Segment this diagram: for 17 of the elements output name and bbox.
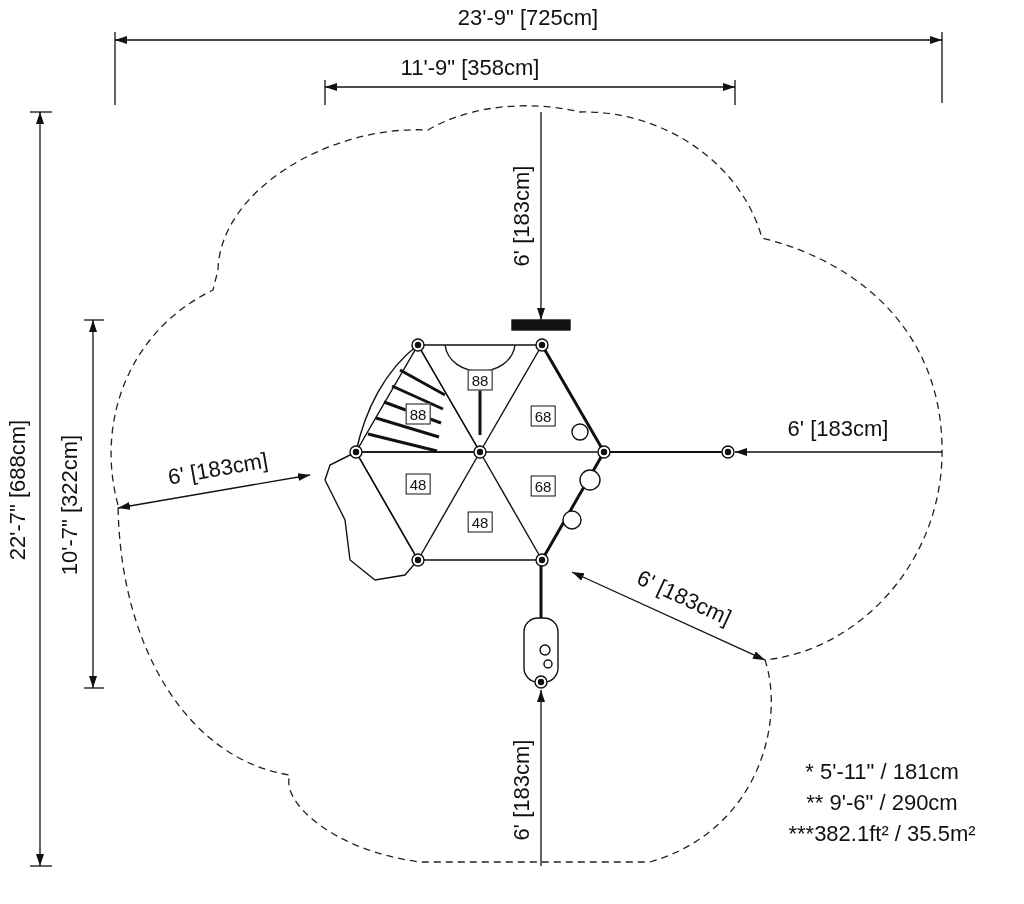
dimension-text: 6' [183cm] xyxy=(166,449,270,489)
deck-height-tag: 88 xyxy=(467,369,493,391)
dimension-text: 11'-9" [358cm] xyxy=(400,57,540,79)
deck-height-tag: 88 xyxy=(405,403,431,425)
deck-height-tag: 68 xyxy=(530,475,556,497)
dimension-text: 6' [183cm] xyxy=(511,739,533,841)
dimension-text: 6' [183cm] xyxy=(511,165,533,267)
deck-height-tag: 68 xyxy=(530,405,556,427)
deck-height-tag: 48 xyxy=(405,473,431,495)
note-text: ** 9'-6" / 290cm xyxy=(806,792,958,814)
dimension-text: 6' [183cm] xyxy=(787,418,889,440)
note-text: * 5'-11" / 181cm xyxy=(805,761,959,783)
dimension-text: 22'-7" [688cm] xyxy=(7,419,29,561)
note-text: ***382.1ft² / 35.5m² xyxy=(788,823,976,845)
deck-height-tag: 48 xyxy=(467,511,493,533)
dimension-text: 10'-7" [322cm] xyxy=(59,434,81,576)
dimension-text: 23'-9" [725cm] xyxy=(457,7,599,29)
